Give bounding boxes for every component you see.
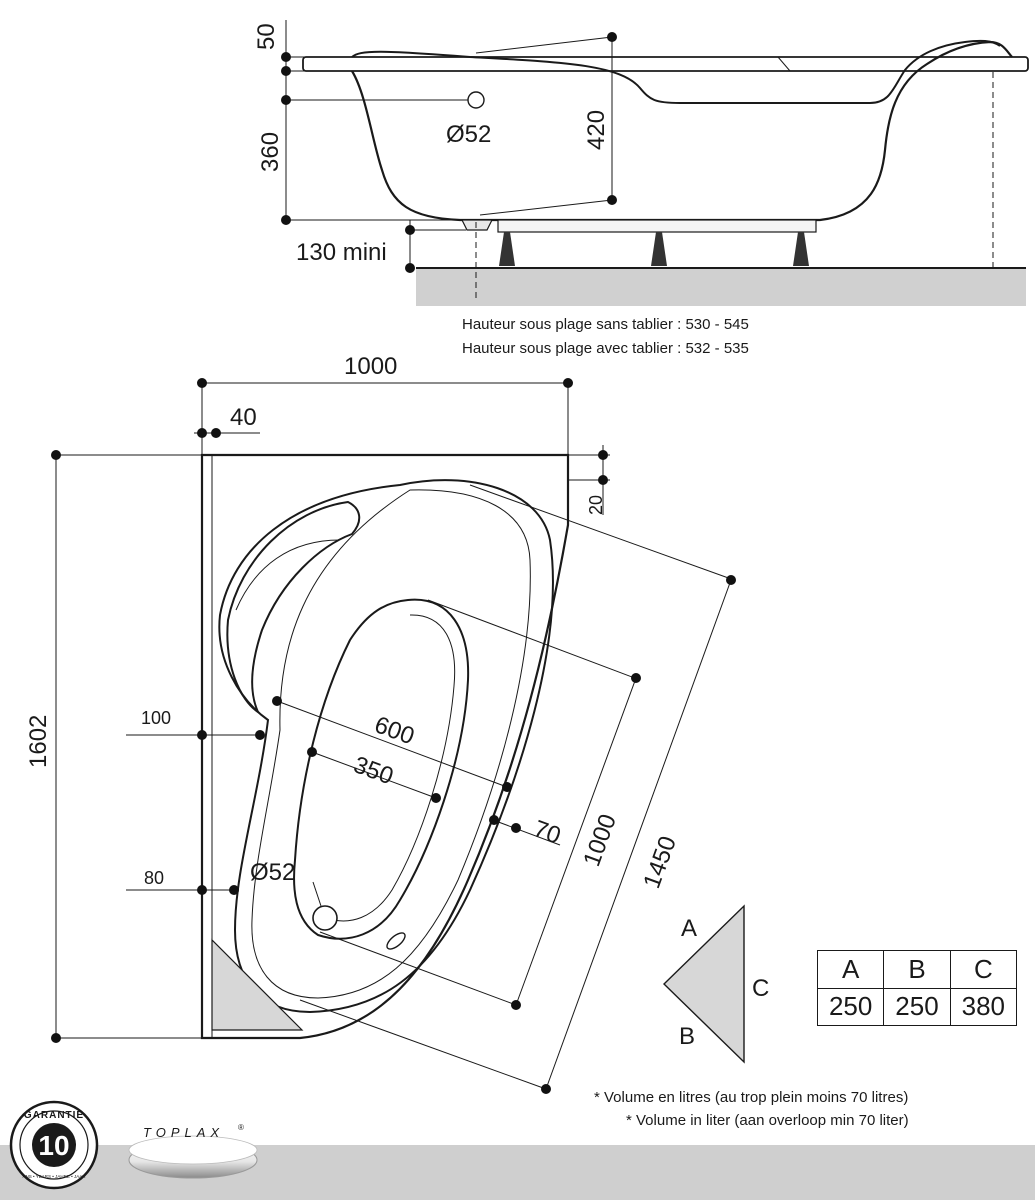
dim-depth-total-label: 420 — [583, 110, 610, 150]
top-view: 1000 40 20 1602 100 80 600 350 70 1000 1… — [25, 353, 736, 1094]
tub-body — [351, 40, 1013, 222]
dim-drain-top-label: Ø52 — [250, 859, 295, 886]
volume-table-value-row: 250 250 380 — [816, 987, 1018, 1026]
toplax-logo: TOPLAX ® — [128, 1123, 258, 1179]
bowl-inner-rim — [251, 489, 531, 999]
bowl-headrest-inner — [235, 539, 341, 611]
overflow-hole-icon — [467, 91, 485, 109]
dim-length-label: 1602 — [25, 715, 52, 768]
volume-table-header-row: A B C — [816, 950, 1018, 989]
dim-left-upper-label: 100 — [141, 708, 171, 728]
footnote-fr: * Volume en litres (au trop plein moins … — [594, 1089, 908, 1106]
dim-top-label: 20 — [586, 495, 606, 515]
dim-left-lower-label: 80 — [144, 868, 164, 888]
inlet-icon — [386, 932, 406, 950]
dim-drain-side-label: Ø52 — [446, 121, 491, 148]
tub-base — [497, 219, 817, 233]
side-view: 50 360 420 Ø52 130 mini — [253, 20, 1029, 306]
dim-rim-label: 50 — [253, 23, 280, 50]
corner-shelf — [211, 938, 304, 1031]
drain-icon — [312, 905, 338, 931]
tub-foot — [651, 232, 667, 266]
logo-registered-icon: ® — [238, 1123, 244, 1132]
note-height-without-panel: Hauteur sous plage sans tablier : 530 - … — [462, 316, 749, 333]
volume-header-b: B — [883, 950, 951, 989]
tub-outline-top — [200, 453, 570, 1040]
tub-rim — [302, 56, 1029, 72]
floor-band — [416, 268, 1026, 306]
basin-floor-inner — [325, 614, 456, 922]
volume-header-a: A — [816, 950, 885, 989]
guarantee-sub: ANS • YEARS • JAHRE • JAAR — [23, 1174, 87, 1179]
dim-inner-short-label: 350 — [350, 751, 397, 790]
bowl-outer-rim — [218, 479, 554, 1014]
volume-value-a: 250 — [816, 987, 885, 1026]
drain-spout — [461, 219, 493, 231]
dim-diag-1000-label: 1000 — [578, 811, 622, 870]
triangle-label-b: B — [679, 1023, 695, 1050]
tub-headrest-line — [777, 56, 791, 72]
volume-value-b: 250 — [883, 987, 951, 1026]
footnote-nl: * Volume in liter (aan overloop min 70 l… — [626, 1112, 909, 1129]
guarantee-years: 10 — [38, 1130, 69, 1161]
triangle-label-c: C — [752, 975, 769, 1002]
dim-width-label: 1000 — [344, 353, 397, 380]
basin-floor — [293, 598, 470, 940]
dim-depth-inner-label: 360 — [257, 132, 284, 172]
dim-inner-long-label: 600 — [371, 711, 418, 750]
tub-headrest — [351, 39, 1001, 104]
volume-value-c: 380 — [949, 987, 1018, 1026]
guarantee-badge: 10 GARANTIE ANS • YEARS • JAHRE • JAAR — [9, 1100, 99, 1190]
guarantee-word: GARANTIE — [24, 1110, 84, 1121]
tub-foot — [793, 232, 809, 266]
volume-table: A B C 250 250 380 — [816, 950, 1018, 1026]
logo-text: TOPLAX — [143, 1125, 224, 1140]
dim-edge-label: 40 — [230, 404, 257, 431]
bowl-headrest — [226, 500, 361, 715]
dim-diag-1450-label: 1450 — [638, 833, 682, 892]
note-height-with-panel: Hauteur sous plage avec tablier : 532 - … — [462, 340, 749, 357]
triangle-shape — [662, 904, 745, 1064]
tub-foot — [499, 232, 515, 266]
dim-feet-label: 130 mini — [296, 239, 387, 266]
volume-header-c: C — [949, 950, 1018, 989]
volume-triangle: A B C — [662, 904, 769, 1064]
triangle-label-a: A — [681, 915, 697, 942]
